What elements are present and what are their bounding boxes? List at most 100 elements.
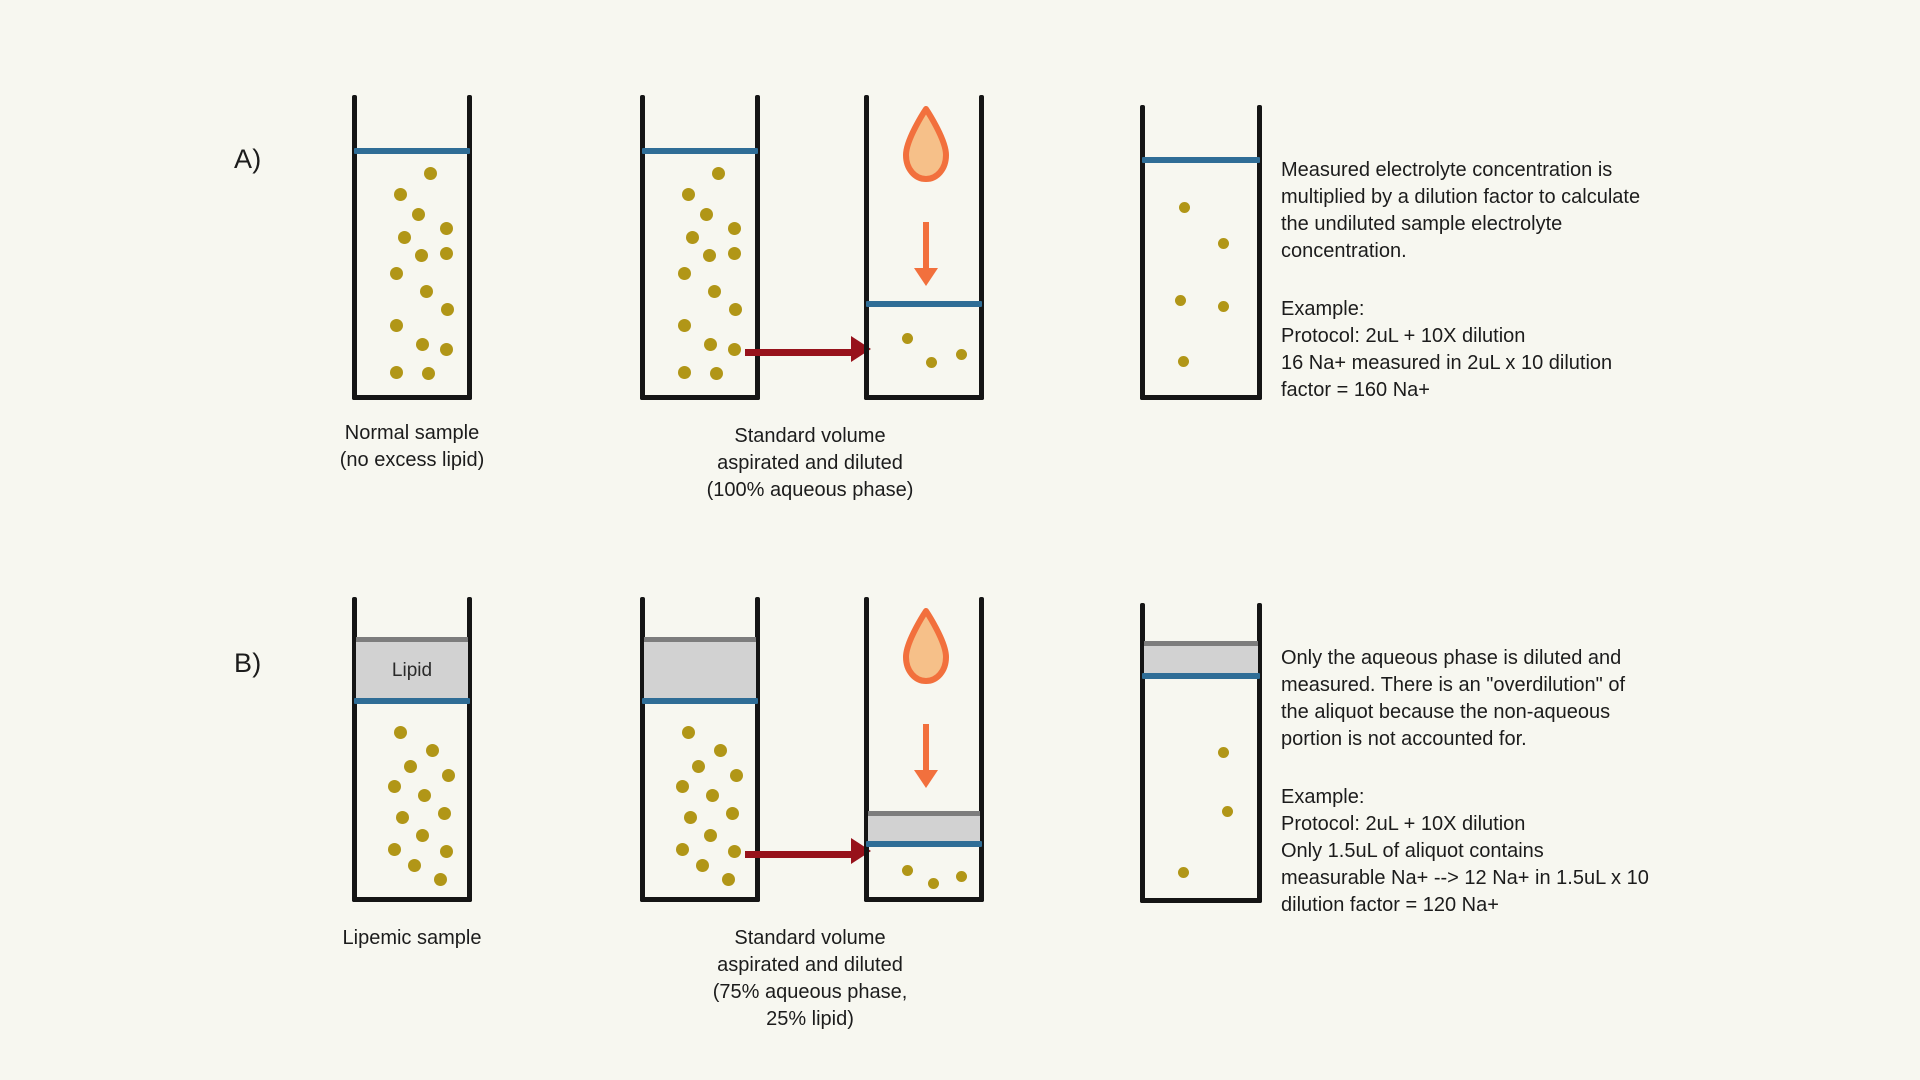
- electrolyte-dot: [730, 769, 743, 782]
- explanation-example-lines-a: Protocol: 2uL + 10X dilution 16 Na+ meas…: [1281, 325, 1613, 401]
- tube-wall-right: [467, 597, 472, 902]
- electrolyte-dot: [682, 188, 695, 201]
- normal-diluted-tube: [864, 95, 984, 400]
- diluent-arrow-shaft: [923, 724, 929, 774]
- aspiration-arrow-shaft: [745, 851, 855, 858]
- electrolyte-dot: [434, 873, 447, 886]
- tube-wall-right: [979, 597, 984, 902]
- electrolyte-dot: [440, 247, 453, 260]
- electrolyte-dot: [418, 789, 431, 802]
- aqueous-meniscus-line: [866, 841, 982, 847]
- electrolyte-dot: [712, 167, 725, 180]
- electrolyte-dot: [708, 285, 721, 298]
- lipemic-diluted-tube: [864, 597, 984, 902]
- tube-wall-bottom: [352, 897, 472, 902]
- electrolyte-dot: [420, 285, 433, 298]
- diluent-droplet-icon: [903, 608, 949, 684]
- electrolyte-dot: [412, 208, 425, 221]
- electrolyte-dot: [678, 319, 691, 332]
- tube-wall-right: [1257, 105, 1262, 400]
- tube-wall-left: [352, 597, 357, 902]
- aqueous-meniscus-line: [354, 698, 470, 704]
- electrolyte-dot: [703, 249, 716, 262]
- diluent-arrow-head: [914, 770, 938, 788]
- electrolyte-dot: [440, 845, 453, 858]
- lipid-layer: [1144, 641, 1258, 675]
- electrolyte-dot: [1218, 301, 1229, 312]
- electrolyte-dot: [441, 303, 454, 316]
- tube-wall-bottom: [1140, 898, 1262, 903]
- electrolyte-dot: [729, 303, 742, 316]
- aqueous-meniscus-line: [1142, 157, 1260, 163]
- aqueous-meniscus-line: [642, 698, 758, 704]
- electrolyte-dot: [1218, 238, 1229, 249]
- lipemic-result-tube: [1140, 603, 1262, 903]
- tube-wall-left: [352, 95, 357, 400]
- electrolyte-dot: [706, 789, 719, 802]
- tube-wall-right: [467, 95, 472, 400]
- diluent-droplet-icon: [903, 106, 949, 182]
- aqueous-meniscus-line: [354, 148, 470, 154]
- lipid-layer-label: Lipid: [391, 659, 433, 681]
- electrolyte-dot: [442, 769, 455, 782]
- diluent-arrow-shaft: [923, 222, 929, 272]
- lipemic-aspiration-tube: [640, 597, 760, 902]
- electrolyte-dot: [726, 807, 739, 820]
- electrolyte-dot: [728, 343, 741, 356]
- aqueous-meniscus-line: [1142, 673, 1260, 679]
- electrolyte-dot: [728, 845, 741, 858]
- electrolyte-dot: [416, 829, 429, 842]
- electrolyte-dot: [388, 780, 401, 793]
- electrolyte-dot: [728, 247, 741, 260]
- electrolyte-dot: [684, 811, 697, 824]
- tube-wall-right: [755, 95, 760, 400]
- electrolyte-dot: [415, 249, 428, 262]
- normal-aspiration-tube: [640, 95, 760, 400]
- caption-normal-sample: Normal sample (no excess lipid): [339, 422, 485, 471]
- electrolyte-dot: [696, 859, 709, 872]
- electrolyte-dot: [926, 357, 937, 368]
- electrolyte-dot: [398, 231, 411, 244]
- electrolyte-dot: [1222, 806, 1233, 817]
- electrolyte-dot: [704, 829, 717, 842]
- tube-wall-right: [979, 95, 984, 400]
- electrolyte-dot: [408, 859, 421, 872]
- electrolyte-dot: [1178, 867, 1189, 878]
- electrolyte-dot: [902, 333, 913, 344]
- electrolyte-dot: [424, 167, 437, 180]
- electrolyte-dot: [710, 367, 723, 380]
- electrolyte-dot: [902, 865, 913, 876]
- electrolyte-dot: [396, 811, 409, 824]
- explanation-example-heading-a: Example:: [1281, 298, 1365, 320]
- explanation-body-b: Only the aqueous phase is diluted and me…: [1281, 647, 1626, 750]
- diluent-arrow-head: [914, 268, 938, 286]
- normal-result-tube: [1140, 105, 1262, 400]
- tube-wall-left: [1140, 603, 1145, 903]
- electrolyte-dot: [956, 871, 967, 882]
- tube-wall-left: [864, 95, 869, 400]
- electrolyte-dot: [692, 760, 705, 773]
- electrolyte-dot: [394, 726, 407, 739]
- tube-wall-bottom: [1140, 395, 1262, 400]
- electrolyte-dot: [676, 843, 689, 856]
- tube-wall-left: [640, 95, 645, 400]
- tube-wall-bottom: [352, 395, 472, 400]
- electrolyte-dot: [390, 267, 403, 280]
- caption-lipemic-sample: Lipemic sample: [342, 927, 482, 949]
- electrolyte-dot: [1175, 295, 1186, 306]
- electrolyte-dot: [678, 267, 691, 280]
- tube-wall-right: [755, 597, 760, 902]
- caption-lipemic-aspirated: Standard volume aspirated and diluted (7…: [712, 927, 908, 1030]
- tube-wall-left: [1140, 105, 1145, 400]
- electrolyte-dot: [682, 726, 695, 739]
- electrolyte-dot: [676, 780, 689, 793]
- tube-wall-bottom: [640, 395, 760, 400]
- electrolyte-dot: [394, 188, 407, 201]
- panel-letter-a: A): [234, 144, 262, 174]
- electrolyte-dot: [426, 744, 439, 757]
- aspiration-arrow-shaft: [745, 349, 855, 356]
- electrolyte-dot: [388, 843, 401, 856]
- tube-wall-bottom: [864, 897, 984, 902]
- electrolyte-dot: [440, 343, 453, 356]
